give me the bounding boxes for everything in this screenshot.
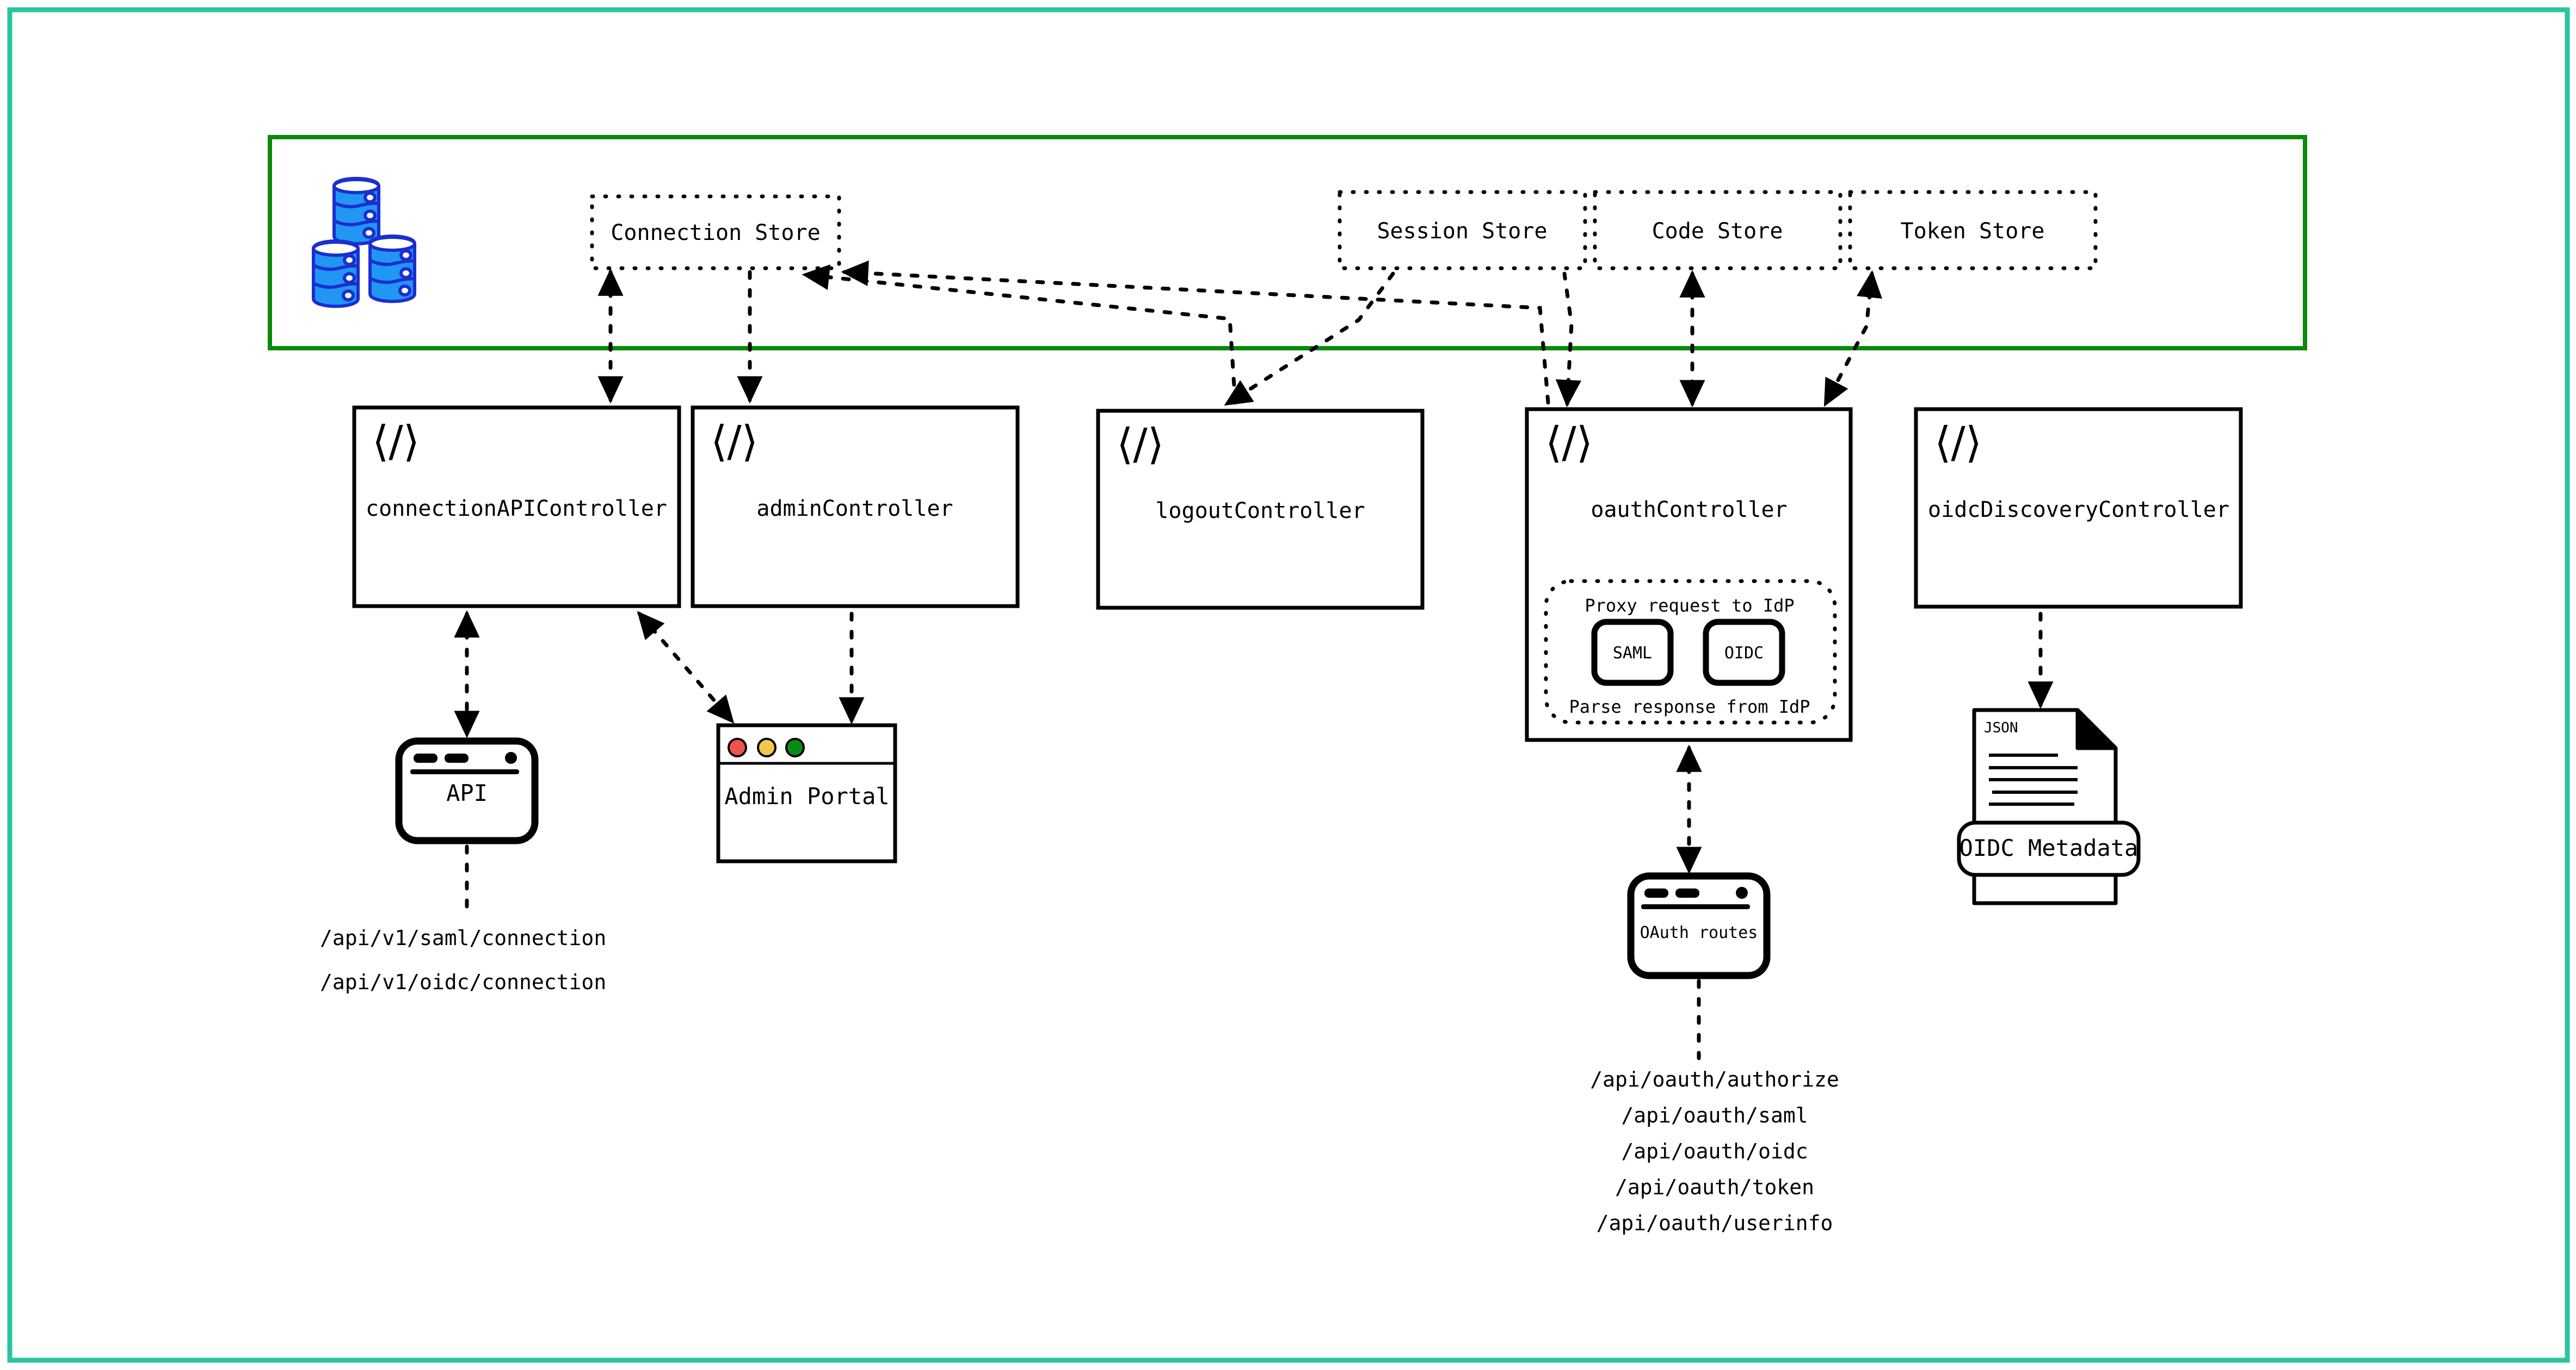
oidc-protocol-label: OIDC [1724, 644, 1764, 663]
connection-route-item: /api/v1/saml/connection [320, 926, 606, 950]
code-icon: ⟨/⟩ [711, 417, 758, 466]
connection-store-box[interactable]: Connection Store [590, 194, 841, 270]
json-type-label: JSON [1984, 720, 2018, 736]
connection-store-label: Connection Store [611, 220, 820, 245]
traffic-light-red [728, 738, 747, 757]
window-dot [414, 754, 437, 763]
document-fold-icon [2075, 708, 2118, 750]
admin-controller-box[interactable]: ⟨/⟩ adminController [691, 405, 1020, 608]
connection-api-controller-box[interactable]: ⟨/⟩ connectionAPIController [352, 405, 681, 608]
saml-protocol-box[interactable]: SAML [1591, 619, 1674, 686]
traffic-light-yellow [757, 738, 777, 757]
proxy-request-label: Proxy request to IdP [1585, 595, 1794, 616]
session-store-box[interactable]: Session Store [1338, 190, 1587, 270]
oauth-routes-node[interactable]: OAuth routes [1627, 872, 1771, 979]
oauth-routes-node-label: OAuth routes [1640, 923, 1758, 942]
parse-response-label: Parse response from IdP [1569, 696, 1810, 717]
code-store-label: Code Store [1652, 219, 1783, 244]
oidc-metadata-label: OIDC Metadata [1959, 835, 2139, 861]
code-icon: ⟨/⟩ [1934, 418, 1982, 467]
traffic-light-green [785, 738, 805, 757]
saml-protocol-label: SAML [1613, 644, 1652, 663]
oauth-route-item: /api/oauth/userinfo [1597, 1211, 1833, 1235]
code-icon: ⟨/⟩ [372, 417, 420, 466]
window-dot [1644, 888, 1668, 898]
oidc-metadata-node[interactable]: JSON OIDC Metadata [1957, 708, 2141, 905]
oidc-metadata-badge [1957, 820, 2141, 877]
edge-oauth-session-store [1555, 271, 1581, 408]
oauth-controller-box[interactable]: ⟨/⟩ oauthController Proxy request to IdP… [1525, 407, 1853, 742]
diagram-border [7, 7, 2570, 1363]
logout-controller-box[interactable]: ⟨/⟩ logoutController [1096, 409, 1425, 610]
code-store-box[interactable]: Code Store [1593, 190, 1842, 270]
window-divider [1641, 904, 1750, 909]
window-dot [1675, 888, 1699, 898]
api-node-label: API [446, 780, 488, 806]
oauth-route-item: /api/oauth/saml [1621, 1103, 1808, 1127]
window-dot [445, 754, 469, 763]
session-store-label: Session Store [1377, 219, 1547, 244]
database-stack-icon [312, 177, 416, 308]
oidc-discovery-controller-label: oidcDiscoveryController [1928, 497, 2229, 522]
oauth-route-item: /api/oauth/oidc [1621, 1139, 1808, 1163]
connection-route-item: /api/v1/oidc/connection [320, 970, 606, 994]
oauth-route-item: /api/oauth/token [1615, 1175, 1814, 1199]
code-icon: ⟨/⟩ [1117, 420, 1164, 469]
idp-proxy-group[interactable]: Proxy request to IdP SAML OIDC Parse res… [1544, 579, 1837, 725]
admin-portal-node[interactable]: Admin Portal [716, 723, 897, 863]
connection-route-list: /api/v1/saml/connection /api/v1/oidc/con… [320, 926, 606, 994]
admin-controller-label: adminController [756, 496, 953, 521]
window-dot [1736, 887, 1748, 899]
oidc-discovery-controller-box[interactable]: ⟨/⟩ oidcDiscoveryController [1914, 407, 2243, 609]
api-node[interactable]: API [395, 737, 539, 844]
oauth-controller-label: oauthController [1591, 497, 1787, 522]
admin-portal-label: Admin Portal [724, 783, 889, 810]
oauth-route-list: /api/oauth/authorize /api/oauth/saml /ap… [1590, 1067, 1839, 1235]
edge-session-store-logout [1224, 271, 1395, 406]
connection-api-controller-label: connectionAPIController [366, 496, 667, 521]
edge-token-store-oauth [1823, 270, 1883, 407]
token-store-label: Token Store [1901, 219, 2045, 244]
code-icon: ⟨/⟩ [1545, 418, 1593, 467]
edge-connection-api-to-admin-portal [637, 611, 735, 724]
oauth-route-item: /api/oauth/authorize [1590, 1067, 1839, 1091]
window-divider [410, 769, 519, 774]
edge-oauth-connection-store [841, 260, 1550, 405]
logout-controller-label: logoutController [1155, 498, 1365, 523]
oidc-protocol-box[interactable]: OIDC [1703, 619, 1785, 686]
window-dot [505, 752, 517, 764]
token-store-box[interactable]: Token Store [1848, 190, 2098, 270]
